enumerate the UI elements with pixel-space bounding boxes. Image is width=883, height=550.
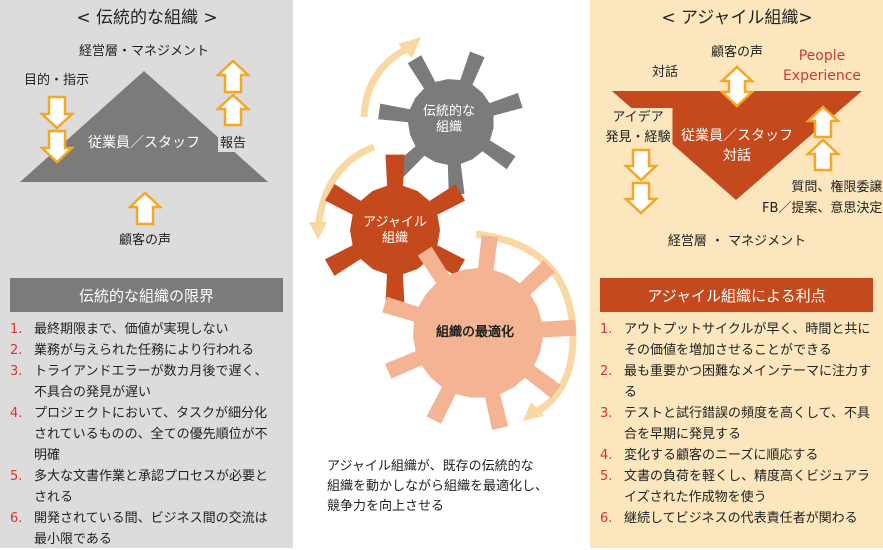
item-text: プロジェクトにおいて、タスクが細分化されているものの、全ての優先順位が不明確 [34,406,268,463]
agile-management-label: 経営層 ・ マネジメント [667,234,807,249]
gear-label-line: 組織 [435,120,463,136]
down-arrow-icon [622,181,660,215]
questions-line: FB／提案、意思決定 [762,201,883,216]
item-number: 1. [10,322,23,337]
item-text: アウトプットサイクルが早く、時間と共にその価値を増加させることができる [624,322,871,358]
item-text: テストと試行錯誤の頻度を高くして、不具合を早期に発見する [624,406,870,442]
questions-label: 質問、権限委譲 FB／提案、意思決定 [762,177,882,219]
agile-title: < アジャイル組織> [661,8,813,28]
people-line: People [798,48,846,64]
idea-line: 発見・経験 [605,130,671,145]
agile-customer-voice: 顧客の声 [710,45,764,60]
list-item: 6. 継続してビジネスの代表責任者が関わる [600,508,875,529]
up-arrow-icon [804,138,842,172]
item-number: 3. [600,406,613,421]
caption-line: 競争力を向上させる [327,499,445,514]
curved-arrow-down-left-head [309,222,327,240]
up-arrow-icon [804,105,842,139]
up-arrow-icon [126,191,164,226]
traditional-limits-list: 1. 最終期限まで、価値が実現しない 2. 業務が与えられた任務により行われる 3. トラ… [10,319,275,550]
center-caption: アジャイル組織が、既存の伝統的な組織を動かしながら組織を最適化し、競争力を向上さ… [327,457,548,517]
dialogue-label: 対話 [652,65,679,80]
list-item: 3. トライアンドエラーが数カ月後で遅く、不具合の発見が遅い [10,361,275,403]
item-number: 3. [10,364,23,379]
caption-line: アジャイル組織が、既存の伝統的な [327,459,534,474]
people-line: Experience [782,68,862,84]
item-text: 最も重要かつ困難なメインテーマに注力する [624,364,872,400]
idea-line: アイデア [612,110,664,125]
item-text: 継続してビジネスの代表責任者が関わる [624,511,858,526]
purpose-label: 目的・指示 [24,73,90,88]
list-item: 5. 多大な文書作業と承認プロセスが必要とされる [10,466,275,508]
list-item: 1. アウトプットサイクルが早く、時間と共にその価値を増加させることができる [600,319,875,361]
list-item: 4. 変化する顧客のニーズに順応する [600,445,875,466]
agile-inverted-pyramid [612,91,862,200]
report-label: 報告 [218,136,249,153]
agile-staff-label: 従業員／スタッフ対話 [681,126,793,166]
idea-label: アイデア発見・経験 [603,108,673,148]
staff-line: 従業員／スタッフ [681,128,793,144]
management-label: 経営層・マネジメント [78,44,210,59]
gear-traditional-label: 伝統的な組織 [423,104,475,137]
curved-arrow-up-head [398,37,421,58]
gear-optimize [382,235,576,430]
staff-line: 対話 [723,148,751,164]
item-number: 5. [10,469,23,484]
traditional-limits-header: 伝統的な組織の限界 [10,278,283,312]
curved-arrow-down-left [314,143,376,229]
item-number: 6. [600,511,613,526]
item-text: 多大な文書作業と承認プロセスが必要とされる [34,469,269,505]
customer-voice-label: 顧客の声 [118,233,172,248]
caption-line: 組織を動かしながら組織を最適化し、 [327,479,549,494]
item-number: 4. [10,406,23,421]
double-arrow-icon [718,65,756,108]
item-text: 開発されている間、ビジネス間の交流は最小限である [34,511,268,547]
down-arrow-icon [38,95,76,130]
item-number: 2. [600,364,613,379]
gear-agile [324,154,466,306]
curved-arrow-down-right-head [523,402,544,421]
item-number: 2. [10,343,23,358]
agile-benefits-list: 1. アウトプットサイクルが早く、時間と共にその価値を増加させることができる 2. 最… [600,319,875,529]
questions-line: 質問、権限委譲 [791,180,883,195]
item-text: 文書の負荷を軽くし、精度高くビジュアライズされた作成物を使う [624,469,870,505]
gear-agile-label: アジャイル組織 [363,215,427,248]
traditional-title: < 伝統的な組織 > [76,8,218,28]
list-item: 4. プロジェクトにおいて、タスクが細分化されているものの、全ての優先順位が不明確 [10,403,275,466]
item-number: 6. [10,511,23,526]
down-arrow-icon [622,148,660,182]
list-item: 3. テストと試行錯誤の頻度を高くして、不具合を早期に発見する [600,403,875,445]
gear-label-line: 組織 [381,231,408,247]
item-text: 変化する顧客のニーズに順応する [624,448,819,463]
item-text: 最終期限まで、価値が実現しない [34,322,229,337]
gear-label-line: アジャイル [363,215,427,230]
item-number: 4. [600,448,613,463]
down-arrow-icon [38,129,76,164]
list-item: 2. 業務が与えられた任務により行われる [10,340,275,361]
up-arrow-icon [214,59,252,94]
item-text: 業務が与えられた任務により行われる [34,343,255,358]
gear-traditional [378,51,523,195]
list-item: 1. 最終期限まで、価値が実現しない [10,319,275,340]
item-number: 1. [600,322,613,337]
staff-label: 従業員／スタッフ [88,135,200,151]
list-item: 5. 文書の負荷を軽くし、精度高くビジュアライズされた作成物を使う [600,466,875,508]
item-number: 5. [600,469,613,484]
gear-label-line: 伝統的な [422,104,476,119]
gear-optimize-label: 組織の最適化 [435,325,515,340]
list-item: 2. 最も重要かつ困難なメインテーマに注力する [600,361,875,403]
item-text: トライアンドエラーが数カ月後で遅く、不具合の発見が遅い [34,364,268,400]
curved-arrow-up [360,42,414,118]
agile-benefits-header: アジャイル組織による利点 [600,278,873,312]
up-arrow-icon [214,93,252,127]
list-item: 6. 開発されている間、ビジネス間の交流は最小限である [10,508,275,550]
traditional-pyramid [20,71,268,182]
